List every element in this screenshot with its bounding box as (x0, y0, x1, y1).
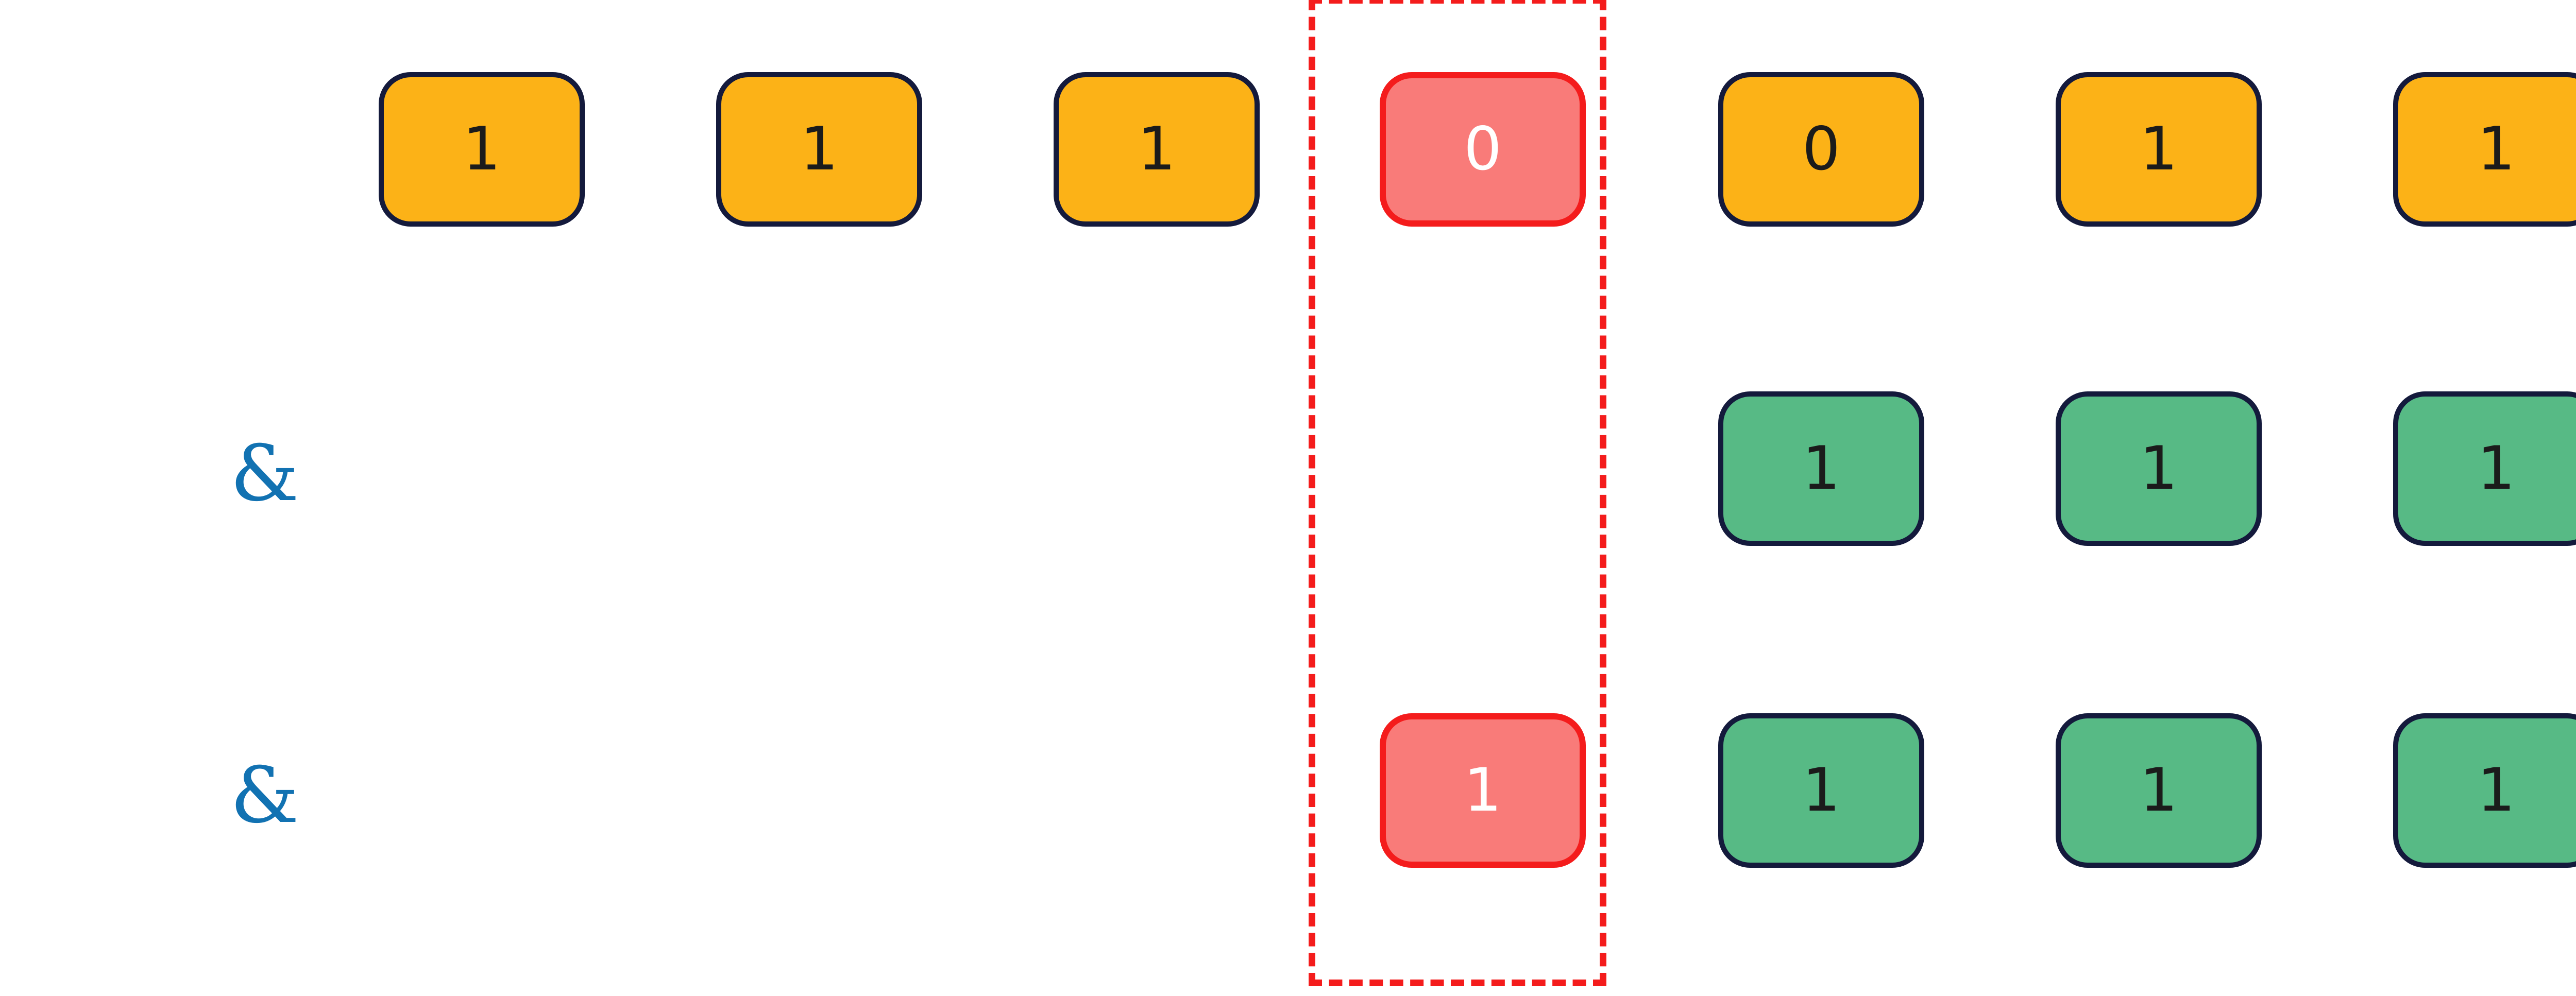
bit-cell-row1-col4-highlighted: 0 (1380, 72, 1586, 227)
bit-cell-row3-col7: 1 (2393, 713, 2576, 868)
bit-cell-row3-col4-highlighted: 1 (1380, 713, 1586, 868)
bit-cell-row2-col7: 1 (2393, 391, 2576, 546)
bit-cell-row3-col5: 1 (1718, 713, 1924, 868)
highlight-column-dashed-outline (1309, 0, 1606, 986)
bit-cell-row1-col5: 0 (1718, 72, 1924, 227)
ampersand-operator-row2: & (230, 429, 299, 519)
ampersand-operator-row3: & (230, 751, 299, 840)
bit-cell-row2-col5: 1 (1718, 391, 1924, 546)
bit-cell-row1-col7: 1 (2393, 72, 2576, 227)
bit-cell-row1-col3: 1 (1054, 72, 1260, 227)
bit-cell-row1-col6: 1 (2056, 72, 2262, 227)
bit-cell-row3-col6: 1 (2056, 713, 2262, 868)
bit-cell-row1-col2: 1 (716, 72, 922, 227)
bit-cell-row1-col1: 1 (379, 72, 585, 227)
bit-cell-row2-col6: 1 (2056, 391, 2262, 546)
